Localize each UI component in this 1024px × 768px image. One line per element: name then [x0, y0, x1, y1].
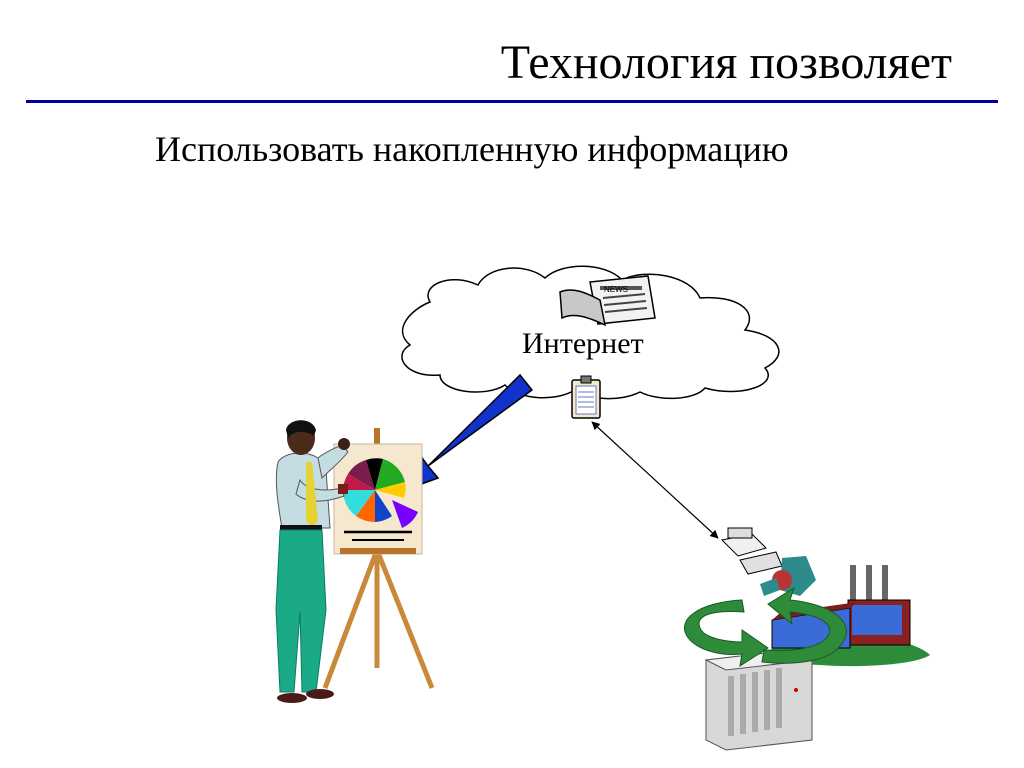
- slide-subtitle: Использовать накопленную информацию: [155, 129, 789, 169]
- presenter-icon: [275, 420, 350, 703]
- clipboard-icon: [571, 375, 601, 419]
- pie-chart-icon: [342, 458, 418, 528]
- cycle-arrow-left: [684, 599, 769, 668]
- server-rack-icon: [704, 649, 814, 751]
- workstation-icon: [720, 527, 816, 596]
- slide-title: Технология позволяет: [500, 36, 952, 89]
- newspaper-masthead: NEWS: [604, 285, 628, 294]
- cloud-icon: [401, 265, 780, 400]
- cycle-arrow-right: [761, 586, 847, 664]
- newspaper-icon: NEWS: [559, 275, 656, 327]
- connector-line: [591, 421, 719, 539]
- title-underline: [26, 100, 998, 103]
- internet-label: Интернет: [522, 327, 644, 360]
